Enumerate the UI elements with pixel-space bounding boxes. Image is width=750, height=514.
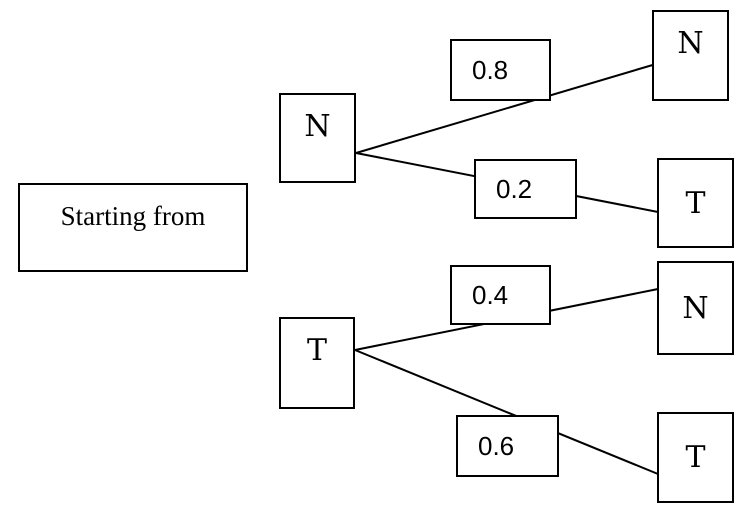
probability-n-to-n-label: 0.8: [472, 54, 509, 85]
probability-n-to-t: 0.2: [474, 159, 577, 219]
state-n-label: N: [304, 109, 331, 144]
target-t-to-t-box: T: [657, 412, 734, 503]
probability-t-to-t-label: 0.6: [478, 430, 515, 461]
state-n-box: N: [279, 93, 356, 183]
target-n-to-n-label: N: [677, 26, 704, 61]
target-n-to-t-label: T: [685, 185, 706, 221]
start-label: Starting from: [60, 201, 206, 231]
start-box: Starting from: [18, 183, 248, 272]
target-t-to-t-label: T: [685, 440, 706, 475]
edge-t-to-t: [354, 349, 659, 475]
state-t-box: T: [279, 317, 355, 409]
probability-t-to-t: 0.6: [456, 415, 559, 477]
edge-n-to-n: [355, 63, 657, 154]
target-t-to-n-label: N: [682, 290, 709, 326]
probability-t-to-n-label: 0.4: [472, 279, 509, 310]
probability-n-to-n: 0.8: [450, 39, 551, 101]
state-t-label: T: [306, 333, 327, 368]
probability-n-to-t-label: 0.2: [496, 173, 533, 204]
probability-t-to-n: 0.4: [450, 265, 551, 325]
target-n-to-t-box: T: [657, 158, 734, 248]
target-n-to-n-box: N: [652, 10, 729, 101]
target-t-to-n-box: N: [657, 261, 734, 355]
